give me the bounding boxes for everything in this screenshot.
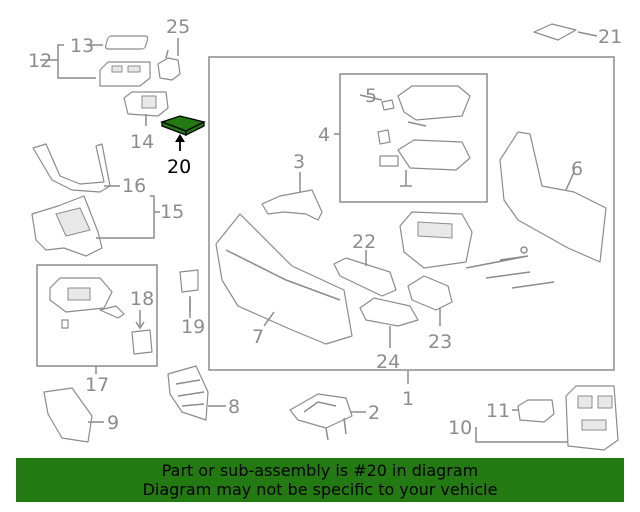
part-8-shape[interactable] bbox=[167, 365, 209, 421]
exploded-parts-diagram: 13 12 25 14 20 21 16 15 5 4 3 6 22 18 19… bbox=[28, 16, 622, 451]
callout-9: 9 bbox=[107, 412, 119, 434]
callout-4: 4 bbox=[318, 124, 330, 146]
part-7-shape[interactable] bbox=[215, 213, 353, 345]
callout-10: 10 bbox=[448, 417, 472, 439]
assembly-1-frame bbox=[208, 56, 615, 371]
part-19-shape[interactable] bbox=[179, 269, 199, 312]
part-center-box-shape[interactable] bbox=[399, 211, 473, 269]
banner-line-1: Part or sub-assembly is #20 in diagram bbox=[161, 461, 479, 480]
part-23-shape[interactable] bbox=[407, 275, 453, 311]
callout-11: 11 bbox=[486, 400, 510, 422]
part-20-shape[interactable] bbox=[160, 115, 206, 137]
callout-16: 16 bbox=[122, 175, 146, 197]
part-4-shape[interactable] bbox=[377, 121, 471, 187]
part-10-shape[interactable] bbox=[565, 385, 619, 451]
assembly-17-frame bbox=[36, 264, 158, 367]
callout-18: 18 bbox=[130, 288, 154, 310]
callout-24: 24 bbox=[376, 351, 400, 373]
part-9-shape[interactable] bbox=[43, 387, 93, 443]
callout-21: 21 bbox=[598, 26, 622, 48]
part-13-shape[interactable] bbox=[104, 35, 149, 50]
part-11-shape[interactable] bbox=[517, 399, 555, 423]
callout-22: 22 bbox=[352, 231, 376, 253]
callout-17: 17 bbox=[85, 374, 109, 396]
part-6-shape[interactable] bbox=[499, 131, 607, 263]
part-5-shape[interactable] bbox=[381, 85, 471, 121]
part-18-shape[interactable] bbox=[131, 310, 153, 355]
part-21-shape[interactable] bbox=[533, 23, 577, 41]
callout-14: 14 bbox=[130, 131, 154, 153]
callout-13: 13 bbox=[70, 35, 94, 57]
part-3-shape[interactable] bbox=[261, 189, 323, 221]
small-hardware-shapes bbox=[465, 246, 555, 289]
leader-5 bbox=[359, 94, 383, 101]
callout-6: 6 bbox=[571, 158, 583, 180]
leader-10-11 bbox=[475, 409, 568, 443]
callout-2: 2 bbox=[368, 402, 380, 424]
callout-20[interactable]: 20 bbox=[167, 156, 191, 178]
callout-19: 19 bbox=[181, 316, 205, 338]
callout-25: 25 bbox=[166, 16, 190, 38]
part-12-shape[interactable] bbox=[99, 61, 151, 87]
callout-3: 3 bbox=[293, 151, 305, 173]
part-17-shape[interactable] bbox=[49, 277, 125, 329]
callout-12: 12 bbox=[28, 50, 52, 72]
callout-5: 5 bbox=[365, 85, 377, 107]
leader-15 bbox=[96, 195, 160, 239]
part-14-shape[interactable] bbox=[123, 91, 169, 117]
callout-23: 23 bbox=[428, 331, 452, 353]
leader-7 bbox=[263, 311, 275, 327]
part-2-shape[interactable] bbox=[289, 393, 353, 441]
part-24-shape[interactable] bbox=[359, 297, 419, 327]
callout-1: 1 bbox=[402, 388, 414, 410]
callout-8: 8 bbox=[228, 396, 240, 418]
info-banner: Part or sub-assembly is #20 in diagram D… bbox=[16, 458, 624, 502]
assembly-4-frame bbox=[339, 73, 488, 203]
callout-15: 15 bbox=[160, 201, 184, 223]
part-25-shape[interactable] bbox=[157, 49, 181, 81]
part-15-shape[interactable] bbox=[31, 195, 103, 257]
leader-12 bbox=[40, 44, 96, 79]
leader-21 bbox=[577, 31, 598, 37]
part-16-shape[interactable] bbox=[32, 143, 111, 193]
part-22-shape[interactable] bbox=[333, 257, 397, 297]
callout-7: 7 bbox=[252, 326, 264, 348]
leader-20-arrowhead bbox=[175, 134, 185, 142]
leader-6 bbox=[565, 171, 575, 191]
banner-line-2: Diagram may not be specific to your vehi… bbox=[142, 480, 498, 499]
